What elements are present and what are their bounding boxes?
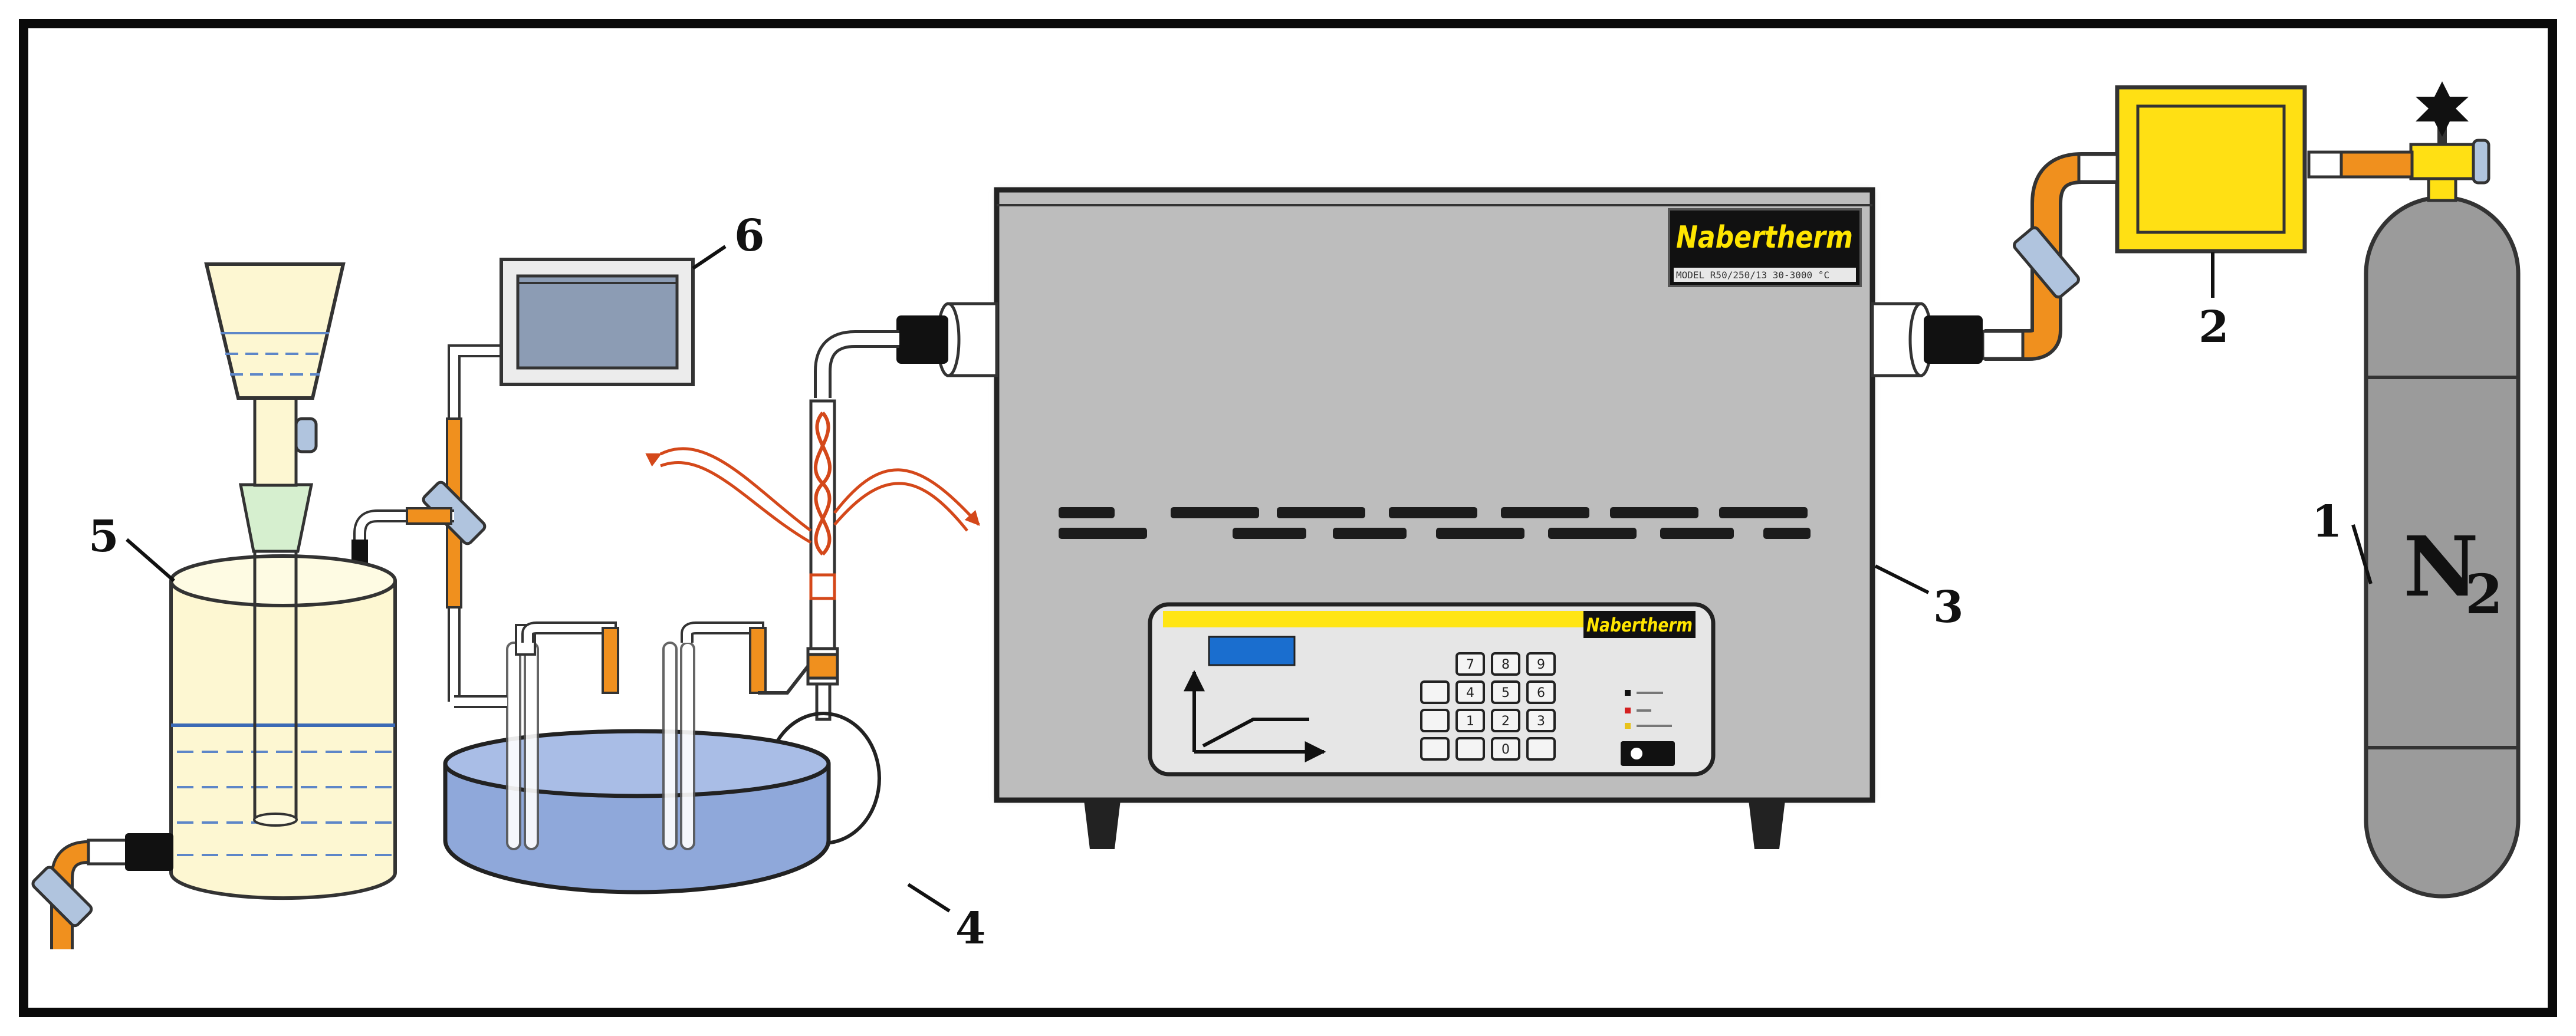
nitrogen-cylinder	[2364, 81, 2521, 899]
furnace-brand-top: Nabertherm	[1676, 220, 1853, 255]
furnace-brand-panel: Nabertherm	[1586, 614, 1693, 636]
callout-5: 5	[88, 511, 119, 562]
keypad-labels: 7 8 9 4 5 6 1 2 3 0	[1466, 657, 1545, 757]
cooling-bath	[443, 621, 831, 894]
valve-handwheel-icon	[2416, 81, 2469, 137]
svg-text:0: 0	[1501, 742, 1510, 757]
furnace-vent-slots	[1059, 507, 1811, 539]
callout-4: 4	[955, 903, 986, 954]
cylinder-gas-subscript: 2	[2465, 563, 2503, 626]
power-switch-icon	[1621, 741, 1675, 766]
svg-text:6: 6	[1537, 686, 1545, 700]
svg-text:9: 9	[1537, 657, 1545, 672]
svg-text:8: 8	[1501, 657, 1510, 672]
temperature-program-graph-icon	[1184, 670, 1326, 762]
svg-text:3: 3	[1537, 714, 1545, 729]
callout-3: 3	[1933, 582, 1964, 633]
svg-text:4: 4	[1466, 686, 1474, 700]
tube-furnace: MODEL R50/250/13 30-3000 °C	[896, 187, 1983, 849]
svg-text:2: 2	[1501, 714, 1510, 729]
panel-keypad	[1420, 652, 1556, 761]
gas-analyzer-monitor	[422, 258, 695, 708]
callout-1: 1	[2312, 496, 2342, 547]
callout-leaders	[126, 245, 2373, 913]
panel-display	[1208, 636, 1296, 666]
condenser-tube	[645, 330, 980, 845]
svg-text:5: 5	[1501, 686, 1510, 700]
svg-text:7: 7	[1466, 657, 1474, 672]
collection-vessel	[31, 262, 454, 949]
callout-6: 6	[734, 211, 765, 261]
drain-valve-icon	[31, 866, 93, 928]
svg-text:MODEL R50/250/13 30-3000 °C: MODEL R50/250/13 30-3000 °C	[1676, 269, 1829, 281]
feed-gas-pipe	[1981, 152, 2119, 361]
cylinder-gas-label: N	[2403, 519, 2479, 616]
callout-2: 2	[2199, 302, 2229, 353]
svg-text:1: 1	[1466, 714, 1474, 729]
feed-valve-icon	[2013, 226, 2080, 299]
